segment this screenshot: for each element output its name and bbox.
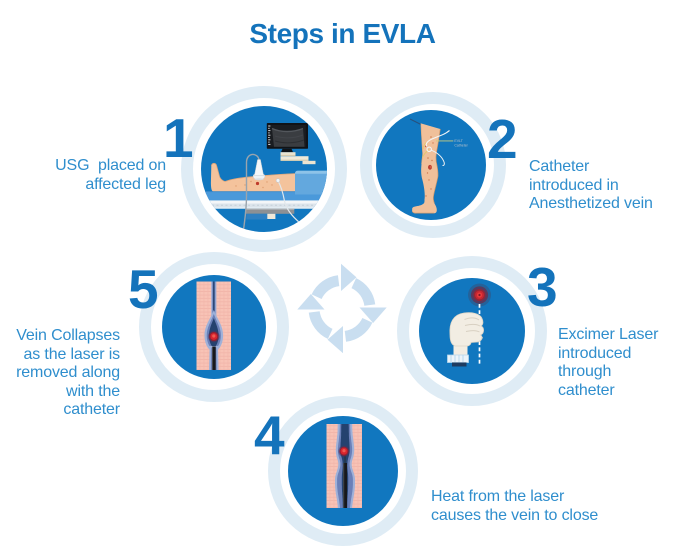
svg-text:EVLT: EVLT — [454, 139, 463, 143]
svg-text:Catheter: Catheter — [454, 144, 468, 148]
